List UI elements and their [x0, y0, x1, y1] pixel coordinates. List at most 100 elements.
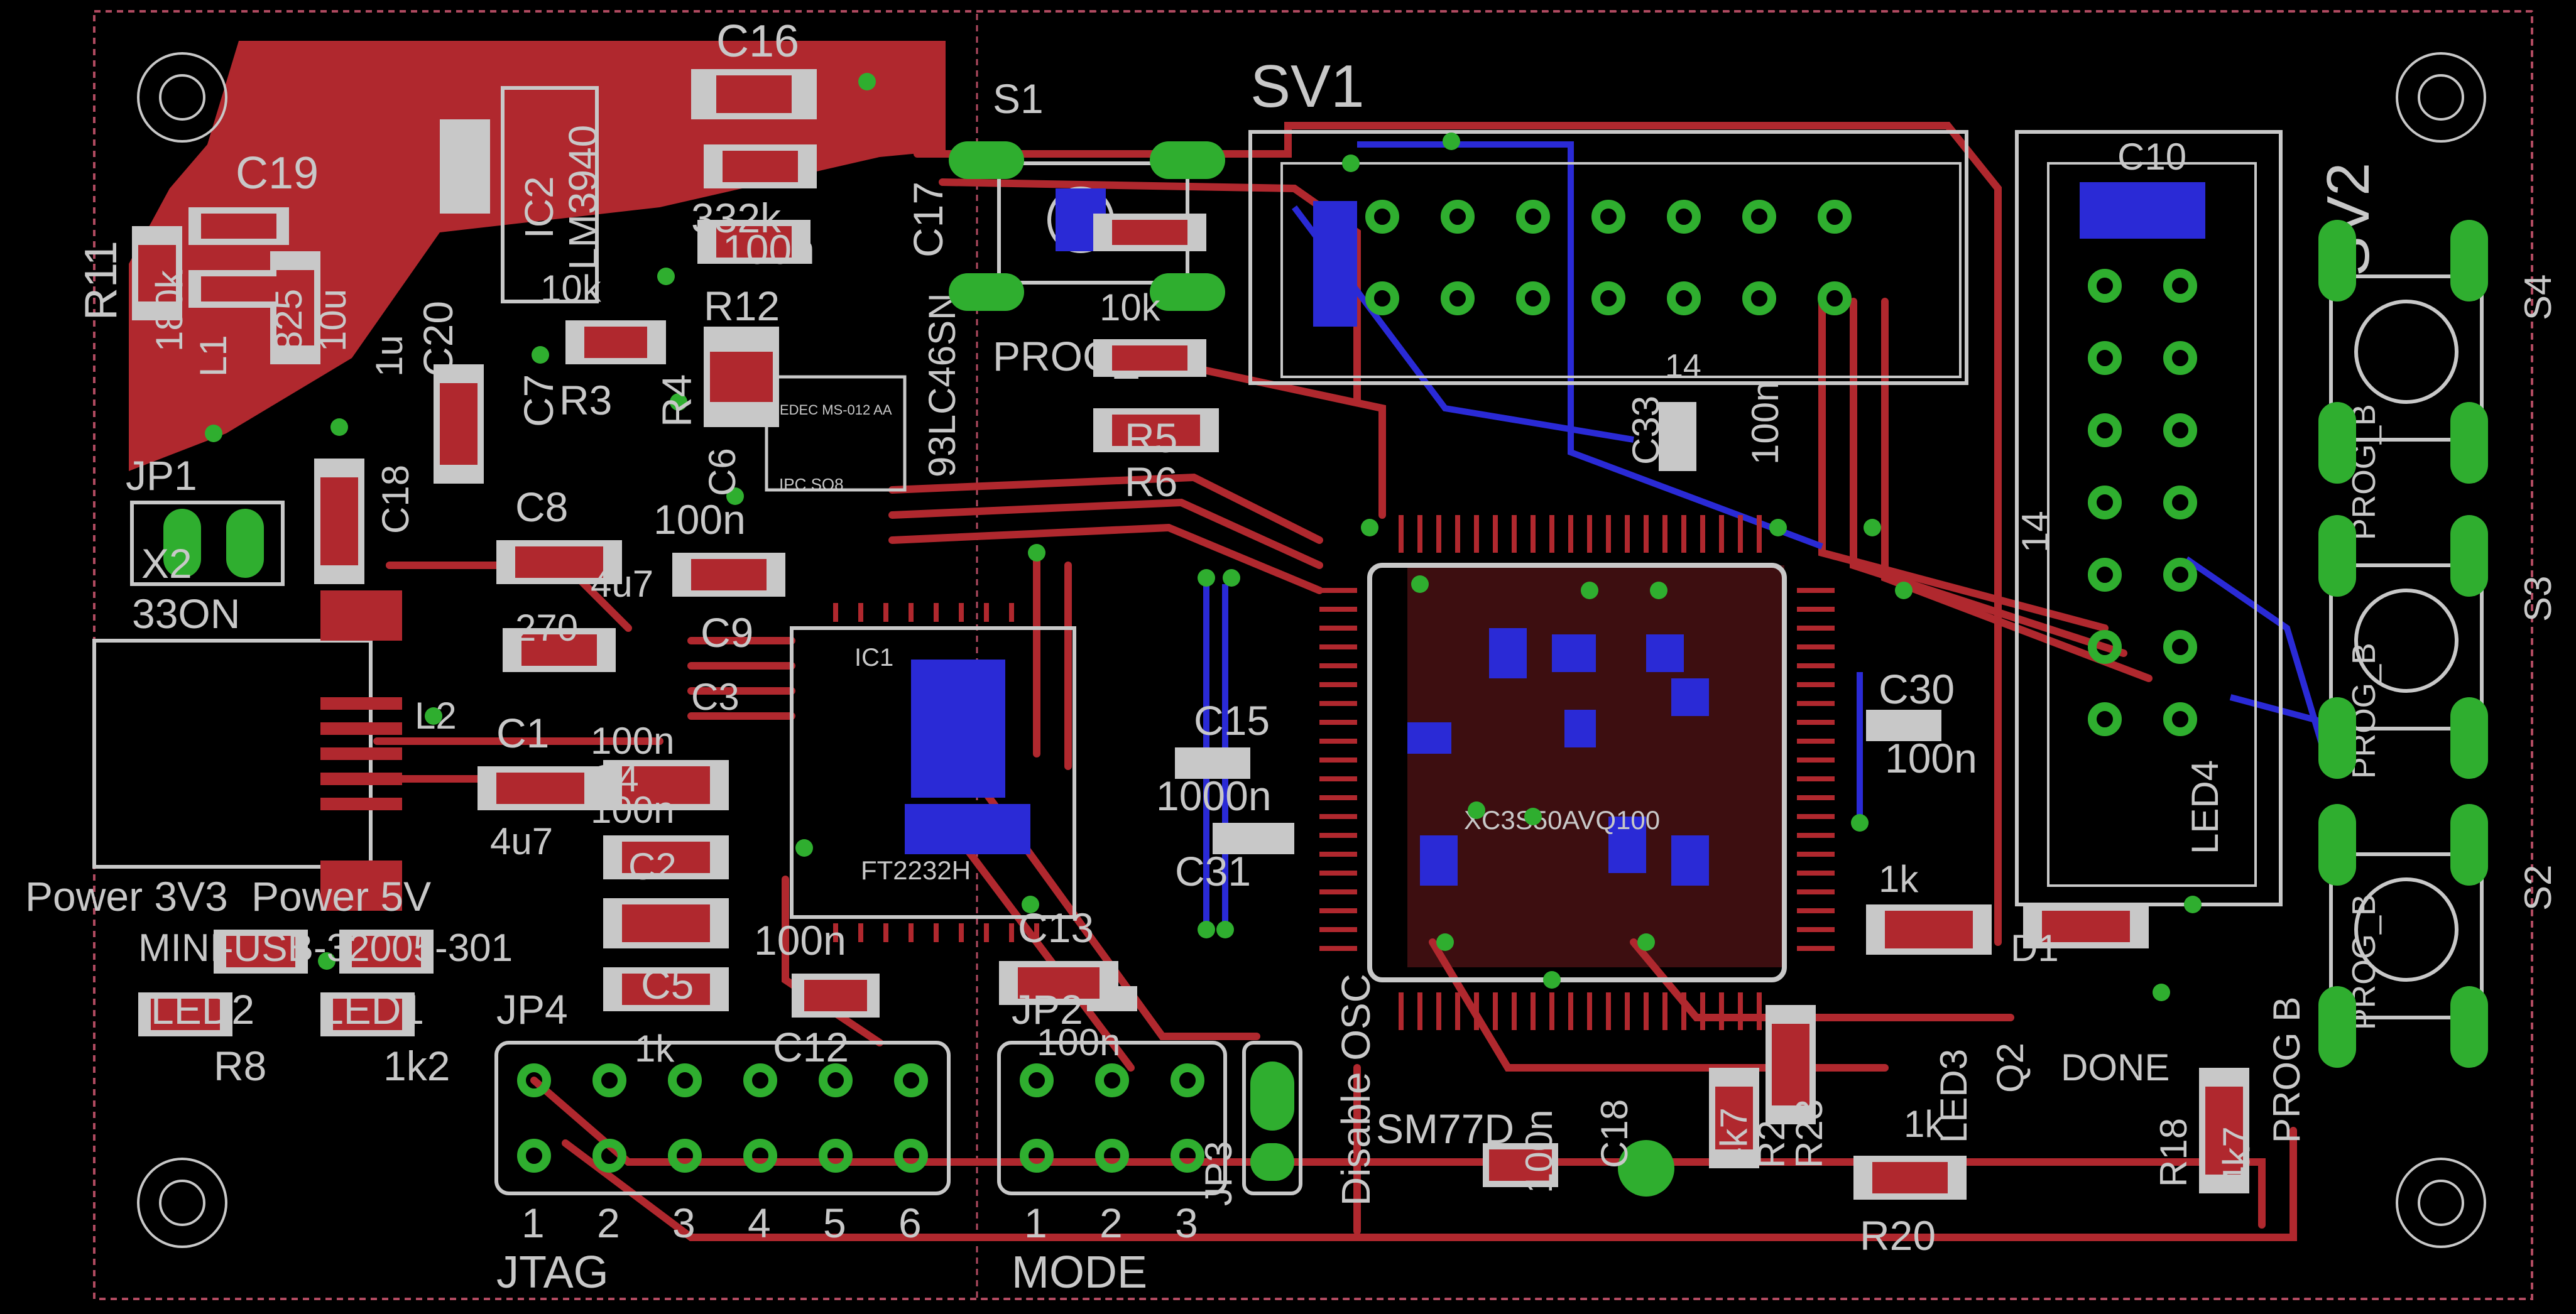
c13-label: C13 [1018, 904, 1094, 951]
v1u-label: 1u [368, 335, 410, 377]
power-5v-label: Power 5V [251, 873, 431, 920]
mode-pin-3: 3 [1175, 1200, 1198, 1246]
v100n-label-6: 100n [1037, 1021, 1120, 1063]
c17-label: C17 [905, 182, 951, 258]
v1000n-label: 1000n [1156, 773, 1272, 819]
v100n-label-7: 100n [1885, 735, 1977, 781]
s2-label: S2 [2517, 865, 2559, 911]
r2-label: R2 [1750, 1120, 1793, 1168]
usb-connector [92, 590, 402, 911]
v1k2-label: 1k2 [383, 1043, 450, 1089]
top-traces [348, 122, 2297, 1241]
disable-osc-label: Disable OSC [1333, 974, 1378, 1206]
r8-label: R8 [214, 1043, 266, 1089]
mode-pin-1: 1 [1024, 1200, 1047, 1246]
v1k-label-1: 1k [635, 1028, 675, 1070]
sv1-label: SV1 [1250, 53, 1364, 120]
dimension-outline [976, 10, 2533, 1300]
c1-label: C1 [496, 710, 549, 756]
c2-label: C2 [628, 845, 677, 888]
prog-b-net-label: PROG B [2266, 997, 2308, 1143]
ic1-footprint: IC1 FT2232H [790, 603, 1076, 942]
v100n-label-8: 100n [1744, 381, 1786, 465]
fpga-footprint: XC3S50AVQ100 [1319, 515, 1835, 1030]
mode-title: MODE [1012, 1247, 1147, 1298]
c33-label: C33 [1625, 396, 1667, 465]
r11-label: R11 [76, 241, 126, 320]
c12-label: C12 [773, 1024, 849, 1070]
osc-label: SM77D [1376, 1105, 1514, 1152]
v10k-label-2: 10k [1100, 286, 1161, 328]
c3-label: C3 [691, 676, 740, 718]
usb-label: MINI-USB-32005-301 [138, 926, 513, 970]
smd-passives [132, 69, 2249, 1200]
c4-label: C4 [591, 757, 639, 800]
c9-label: C9 [701, 609, 753, 656]
c7-label: C7 [515, 374, 562, 427]
ic1-ref: IC1 [854, 644, 893, 671]
mode-pin-2: 2 [1100, 1200, 1123, 1246]
l1-label: L1 [192, 335, 234, 377]
v1k-label-2: 1k [1879, 858, 1919, 900]
ic1-value: FT2232H [861, 855, 971, 885]
s1-label: S1 [993, 75, 1044, 122]
jtag-pin-1: 1 [521, 1200, 545, 1246]
c20-label: C20 [415, 301, 461, 377]
r6-label: R6 [1125, 459, 1177, 505]
r18-label: R18 [2153, 1118, 2195, 1187]
v100n-label-1: 100n [723, 226, 815, 273]
v10u-label-1: 10u [312, 289, 354, 352]
sv2-pin14: 14 [2014, 511, 2056, 553]
c31-label: C31 [1175, 848, 1251, 894]
r4-label: R4 [653, 374, 700, 427]
led3-label: LED3 [1933, 1049, 1975, 1143]
v100n-label-3: 100n [591, 720, 674, 762]
vias [205, 73, 2202, 1001]
led2-label: LED2 [151, 986, 254, 1033]
c18-label-left: C18 [374, 465, 417, 534]
jp4-label: JP4 [496, 986, 568, 1033]
jtag-title: JTAG [496, 1247, 609, 1298]
sv1-connector: SV1 14 [1248, 53, 1968, 385]
ic2-ref: IC2 [516, 176, 562, 239]
jp3-label: JP3 [1198, 1141, 1240, 1206]
c19-label: C19 [236, 148, 319, 198]
c16-label: C16 [716, 16, 799, 67]
v1k-label-3: 1k [1904, 1103, 1944, 1145]
v10k-label-1: 10k [540, 268, 602, 310]
v270-label: 270 [515, 607, 578, 649]
eeprom-value: 93LC46SN [921, 293, 963, 477]
v4u7-label-2: 4u7 [490, 820, 553, 862]
c6-label: C6 [701, 448, 743, 496]
c30-label: C30 [1879, 666, 1955, 712]
r3-label: R3 [559, 377, 612, 423]
v100n-label-4: 100n [591, 789, 674, 831]
33on-label: 33ON [132, 590, 240, 637]
v4k7-label-1: 4k7 [1713, 1107, 1755, 1168]
led4-label: LED4 [2184, 760, 2226, 854]
ic2-value: LM3940 [560, 125, 606, 270]
c10-label: C10 [2117, 136, 2186, 178]
eeprom-footprint: JEDEC MS-012 AA IPC SO8 93LC46SN [765, 293, 963, 494]
ic2-footprint: IC2 LM3940 [440, 86, 606, 303]
r180k-label: 180k [148, 269, 190, 352]
c18-label: C18 [1593, 1099, 1635, 1168]
power-3v3-label: Power 3V3 [25, 873, 228, 920]
s3-label: S3 [2517, 576, 2559, 622]
fpga-label: XC3S50AVQ100 [1464, 805, 1660, 835]
c15-label: C15 [1194, 697, 1270, 744]
v100n-label-9: 100n [1518, 1110, 1560, 1193]
v100n-label-5: 100n [754, 917, 846, 964]
v4k7-label-2: 4k7 [2215, 1126, 2257, 1187]
switch-pads [163, 141, 2488, 1197]
eeprom-pkg-bottom: IPC SO8 [779, 475, 844, 494]
done-label: DONE [2061, 1046, 2169, 1089]
sv1-pin14: 14 [1665, 348, 1701, 384]
jtag-pin-6: 6 [898, 1200, 922, 1246]
header-pins [517, 200, 2197, 1173]
l2-label: L2 [415, 695, 457, 737]
header-outlines [130, 501, 1302, 1195]
mounting-holes [137, 52, 2486, 1248]
d1-label: D1 [2011, 927, 2059, 969]
